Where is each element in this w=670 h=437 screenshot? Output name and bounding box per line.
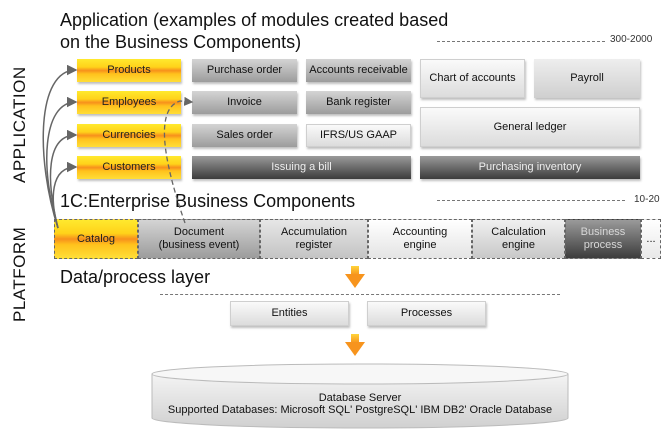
application-title-line2: on the Business Components)	[60, 32, 302, 52]
platform-calculation-line2: engine	[501, 239, 536, 251]
platform-accumulation-line2: register	[295, 239, 333, 251]
data-layer-processes[interactable]: Processes	[367, 301, 486, 326]
platform-business-line1: Business	[580, 226, 626, 238]
application-count: 300-2000	[610, 34, 653, 45]
platform-more[interactable]: ...	[641, 219, 661, 259]
catalog-item-employees[interactable]: Employees	[77, 91, 181, 114]
platform-document[interactable]: Document (business event)	[138, 219, 260, 259]
module-chart-of-accounts[interactable]: Chart of accounts	[420, 59, 525, 98]
module-sales-order[interactable]: Sales order	[192, 124, 297, 147]
data-layer-divider	[160, 294, 560, 295]
platform-calculation-line1: Calculation	[491, 226, 546, 238]
module-purchase-order[interactable]: Purchase order	[192, 59, 297, 82]
arrow-catalog-to-employees	[46, 96, 78, 229]
module-general-ledger[interactable]: General ledger	[420, 107, 640, 147]
platform-accounting-line2: engine	[403, 239, 437, 251]
data-layer-entities[interactable]: Entities	[230, 301, 349, 326]
module-invoice[interactable]: Invoice	[192, 91, 297, 114]
application-title-line1: Application (examples of modules created…	[60, 10, 449, 30]
catalog-item-currencies[interactable]: Currencies	[77, 124, 181, 147]
module-accounts-receivable[interactable]: Accounts receivable	[306, 59, 411, 82]
platform-catalog[interactable]: Catalog	[54, 219, 138, 259]
catalog-item-customers[interactable]: Customers	[77, 156, 181, 179]
yellow-down-arrow-1	[345, 266, 365, 288]
yellow-down-arrow-2	[345, 334, 365, 356]
platform-document-line2: (business event)	[158, 239, 240, 251]
database-top	[151, 363, 569, 385]
module-bank-register[interactable]: Bank register	[306, 91, 411, 114]
database-body	[151, 373, 569, 429]
application-count-divider	[437, 41, 605, 42]
platform-business-process[interactable]: Business process	[565, 219, 641, 259]
module-purchasing-inventory[interactable]: Purchasing inventory	[420, 156, 640, 179]
components-count-divider	[437, 200, 625, 201]
database-title: Database Server	[318, 392, 402, 404]
database-cylinder	[151, 363, 569, 429]
platform-document-line1: Document	[173, 226, 225, 238]
data-layer-title: Data/process layer	[60, 267, 211, 287]
platform-accounting-engine[interactable]: Accounting engine	[368, 219, 472, 259]
platform-more-label: ...	[646, 232, 656, 245]
module-payroll[interactable]: Payroll	[534, 59, 640, 98]
module-ifrs-us-gaap[interactable]: IFRS/US GAAP	[306, 124, 411, 147]
arrow-catalog-to-products	[42, 64, 78, 229]
platform-accounting-line1: Accounting	[392, 226, 448, 238]
platform-catalog-label: Catalog	[77, 232, 115, 245]
catalog-item-products[interactable]: Products	[77, 59, 181, 82]
platform-business-line2: process	[583, 239, 623, 251]
components-title: 1C:Enterprise Business Components	[60, 191, 356, 211]
module-issuing-a-bill[interactable]: Issuing a bill	[192, 156, 411, 179]
components-count: 10-20	[634, 194, 660, 205]
arrow-document-to-invoice	[163, 96, 194, 224]
database-supported: Supported Databases: Microsoft SQL' Post…	[167, 404, 553, 416]
platform-calculation-engine[interactable]: Calculation engine	[472, 219, 565, 259]
arrow-catalog-to-customers	[52, 161, 78, 229]
platform-accumulation-register[interactable]: Accumulation register	[260, 219, 368, 259]
platform-accumulation-line1: Accumulation	[280, 226, 348, 238]
